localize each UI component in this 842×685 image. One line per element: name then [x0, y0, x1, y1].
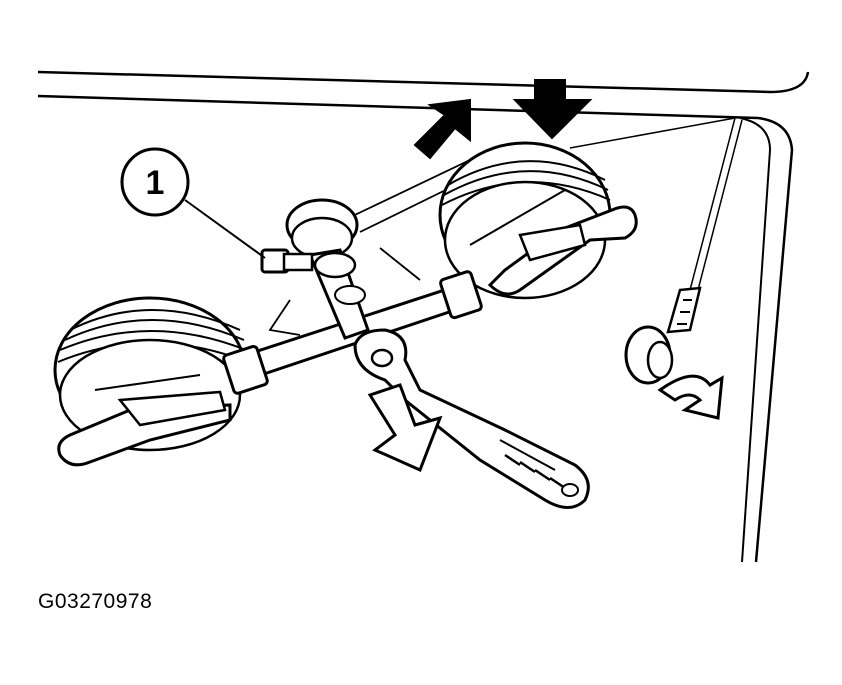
screwdriver: [624, 286, 702, 385]
ratchet-handle: [353, 328, 590, 509]
bolt: [260, 248, 314, 274]
callout-1-leader: [184, 199, 266, 259]
push-arrow-right: [512, 79, 593, 140]
callout-1-number: 1: [146, 164, 165, 202]
glass-panel-edge: [37, 70, 810, 563]
screwdriver-rotation-arrow: [657, 374, 724, 420]
right-cup-lever: [487, 205, 638, 296]
ratchet-direction-arrow: [367, 383, 443, 473]
push-arrow-left: [413, 98, 471, 160]
left-cup-lever: [57, 390, 232, 467]
callout-1: 1: [120, 147, 266, 259]
figure-code: G03270978: [38, 590, 153, 613]
cutting-wire: [569, 117, 743, 291]
tensioner-assembly: [285, 198, 370, 340]
